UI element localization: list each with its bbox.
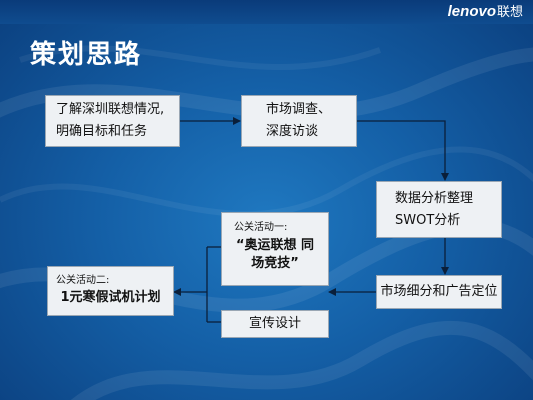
node-promo: 宣传设计 — [221, 310, 329, 338]
node-analysis-line-2: SWOT分析 — [395, 212, 461, 228]
node-pr2: 公关活动二: 1元寒假试机计划 — [47, 266, 174, 316]
node-pr1-label: 公关活动一: — [234, 222, 288, 233]
node-pr1: 公关活动一: “奥运联想 同 场竞技” — [221, 212, 329, 286]
node-understand-line-2: 明确目标和任务 — [56, 124, 148, 139]
node-analysis: 数据分析整理 SWOT分析 — [376, 181, 502, 238]
lenovo-logo: lenovo联想 — [448, 1, 523, 20]
node-segment-line-1: 市场细分和广告定位 — [380, 284, 498, 299]
node-pr1-line-2: 场竞技” — [251, 256, 299, 271]
node-research-line-1: 市场调查、 — [266, 102, 332, 117]
node-promo-line-1: 宣传设计 — [248, 316, 301, 331]
node-research: 市场调查、 深度访谈 — [241, 95, 357, 147]
node-pr1-line-1: “奥运联想 同 — [235, 238, 315, 253]
node-understand-line-1: 了解深圳联想情况, — [56, 102, 165, 117]
header-bar — [0, 0, 533, 24]
node-pr2-line-1: 1元寒假试机计划 — [60, 290, 161, 305]
arrow-research-to-analysis — [357, 120, 449, 181]
slide-title: 策划思路 — [30, 40, 143, 70]
node-understand: 了解深圳联想情况, 明确目标和任务 — [45, 95, 180, 147]
node-analysis-line-1: 数据分析整理 — [395, 190, 474, 206]
node-research-line-2: 深度访谈 — [266, 124, 319, 139]
logo-cn: 联想 — [496, 4, 523, 19]
logo-wordmark: lenovo — [447, 3, 496, 20]
node-pr2-label: 公关活动二: — [56, 275, 110, 286]
node-segment: 市场细分和广告定位 — [376, 275, 502, 309]
